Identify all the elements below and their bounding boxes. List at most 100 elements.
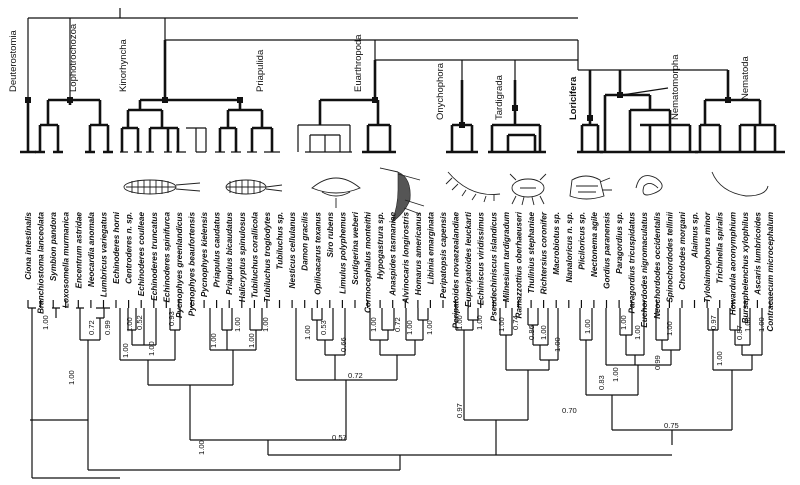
node-tardigrada — [512, 105, 518, 111]
support-value: 1.00 — [147, 341, 156, 356]
tardigrade-drawing — [509, 173, 547, 206]
onychophoran-drawing — [445, 171, 501, 203]
support-value: 1.00 — [475, 315, 484, 330]
taxon-label: Chordodes morgani — [678, 211, 687, 290]
support-value: 1.00 — [497, 317, 506, 332]
taxon-label: Nesticus cellulanus — [288, 212, 297, 289]
node-deuterostomia — [25, 97, 31, 103]
taxon-label: Euchordodes nigromaculatus — [640, 212, 649, 328]
taxon-label: Euperipatoides leuckarti — [464, 211, 473, 307]
support-value: 1.00 — [247, 333, 256, 348]
taxon-label: Priapulus bicaudatus — [225, 212, 234, 295]
node-nematomorpha — [617, 92, 623, 98]
taxon-label: Tubiluchus corallicola — [250, 212, 259, 299]
clade-label-nematomorpha: Nematomorpha — [670, 54, 681, 120]
taxon-label: Milnesium tardigradum — [502, 212, 511, 302]
taxon-label: Neochordodes occidentalis — [653, 212, 662, 319]
nematomorph-drawing — [635, 175, 663, 196]
support-value: 0.87 — [735, 325, 744, 340]
clade-label-kinorhyncha: Kinorhyncha — [118, 38, 129, 92]
node-priapulida — [237, 97, 243, 103]
support-value: 1.00 — [539, 325, 548, 340]
taxon-label: Nanaloricus n. sp. — [565, 212, 574, 283]
taxon-label: Neocardia anomala — [87, 212, 96, 288]
taxon-label: Paragordius tricuspidatus — [628, 212, 637, 314]
support-value: 0.97 — [709, 315, 718, 330]
support-value: 1.00 — [633, 325, 642, 340]
support-value: 1.00 — [425, 320, 434, 335]
taxon-label: Peripatoides novaezealandiae — [452, 212, 461, 329]
node-lophotrochozoa — [67, 97, 73, 103]
taxon-label: Howardula aoronymphium — [728, 212, 737, 315]
taxon-label: Symbion pandora — [49, 212, 58, 282]
support-value: 1.00 — [233, 317, 242, 332]
support-value: 0.53 — [319, 320, 328, 335]
support-value: 1.00 — [619, 315, 628, 330]
taxon-label: Paragordius sp. — [615, 212, 624, 274]
taxon-label: Opilioacarus texanus — [313, 212, 322, 295]
support-value: 1.00 — [125, 317, 134, 332]
taxon-label: Damon gracilis — [301, 212, 310, 271]
taxon-label: Homarus americanus — [414, 212, 423, 296]
taxon-label: Echinoderes coulleae — [137, 212, 146, 297]
support-value: 1.00 — [665, 321, 674, 336]
support-value: 1.00 — [611, 367, 620, 382]
node-nematoda — [725, 97, 731, 103]
node-euarthropoda — [372, 97, 378, 103]
support-value: 0.75 — [664, 421, 679, 430]
clade-label-euarthropoda: Euarthropoda — [353, 34, 364, 92]
support-value: 1.00 — [369, 317, 378, 332]
loriciferan-drawing — [569, 175, 612, 200]
taxon-label: Siro rubens — [326, 212, 335, 258]
taxon-label: Priapulus caudatus — [213, 212, 222, 288]
support-value: 1.00 — [121, 343, 130, 358]
taxon-label: Tubiluchus troglodytes — [263, 212, 272, 303]
support-value: 1.00 — [303, 325, 312, 340]
support-value: 1.00 — [757, 317, 766, 332]
taxon-label: Echinoderes truncatus — [150, 212, 159, 301]
support-value: 0.72 — [87, 320, 96, 335]
node-kinorhyncha — [162, 97, 168, 103]
support-value: 0.52 — [135, 315, 144, 330]
taxon-label: Macrobiotus sp. — [552, 212, 561, 275]
taxon-label: Nectonema agile — [590, 212, 599, 278]
clade-label-tardigrada: Tardigrada — [494, 74, 505, 120]
support-value: 0.86 — [527, 325, 536, 340]
support-value: 0.97 — [455, 403, 464, 418]
support-value: 0.72 — [393, 317, 402, 332]
support-value: 0.72 — [348, 371, 363, 380]
terminal-stubs — [27, 300, 771, 308]
taxon-label: Echiniscus viridissimus — [477, 212, 486, 306]
taxon-label: Pycnophyes kielensis — [200, 212, 209, 298]
kinorhynch-drawing — [123, 179, 201, 195]
support-value: 1.00 — [41, 315, 50, 330]
support-value: 0.57 — [332, 433, 347, 442]
taxon-label: Richtersius coronifer — [540, 211, 549, 294]
support-value: 1.00 — [715, 351, 724, 366]
clade-label-loricifera: Loricifera — [568, 76, 579, 120]
clade-label-priapulida: Priapulida — [255, 49, 266, 92]
node-onychophora — [459, 122, 465, 128]
clade-label-deuterostomia: Deuterostomia — [8, 30, 19, 92]
taxon-label: Alaimus sp. — [691, 212, 700, 259]
taxon-label: Loxosomella murmanica — [62, 212, 71, 308]
taxon-label: Contracaecum microcephalum — [766, 212, 775, 332]
support-value: 0.99 — [653, 355, 662, 370]
taxon-label: Lumbricus variegatus — [100, 212, 109, 298]
taxon-label: Centroderes n. sp. — [125, 212, 134, 284]
taxon-label: Tylolaimophorus minor — [703, 211, 712, 302]
taxon-label: Ascaris lumbricoides — [753, 212, 762, 296]
support-value: 1.00 — [197, 440, 206, 455]
taxon-label: Branchiostoma lanceolata — [37, 212, 46, 314]
shrimp-drawing — [379, 167, 425, 223]
taxon-label: Alvinocaris longirostris — [401, 212, 410, 305]
taxon-label: Scutigerina weberi — [351, 211, 360, 285]
taxon-label: Pycnophyes greenlandicus — [175, 212, 184, 318]
support-value: 1.00 — [261, 317, 270, 332]
taxon-label: Thulinius stephaniae — [527, 212, 536, 294]
taxon-label: Limulus polyphemus — [338, 212, 347, 294]
taxon-label: Peripatopsis capensis — [439, 212, 448, 299]
taxon-label: Hypogastrura sp. — [376, 212, 385, 279]
